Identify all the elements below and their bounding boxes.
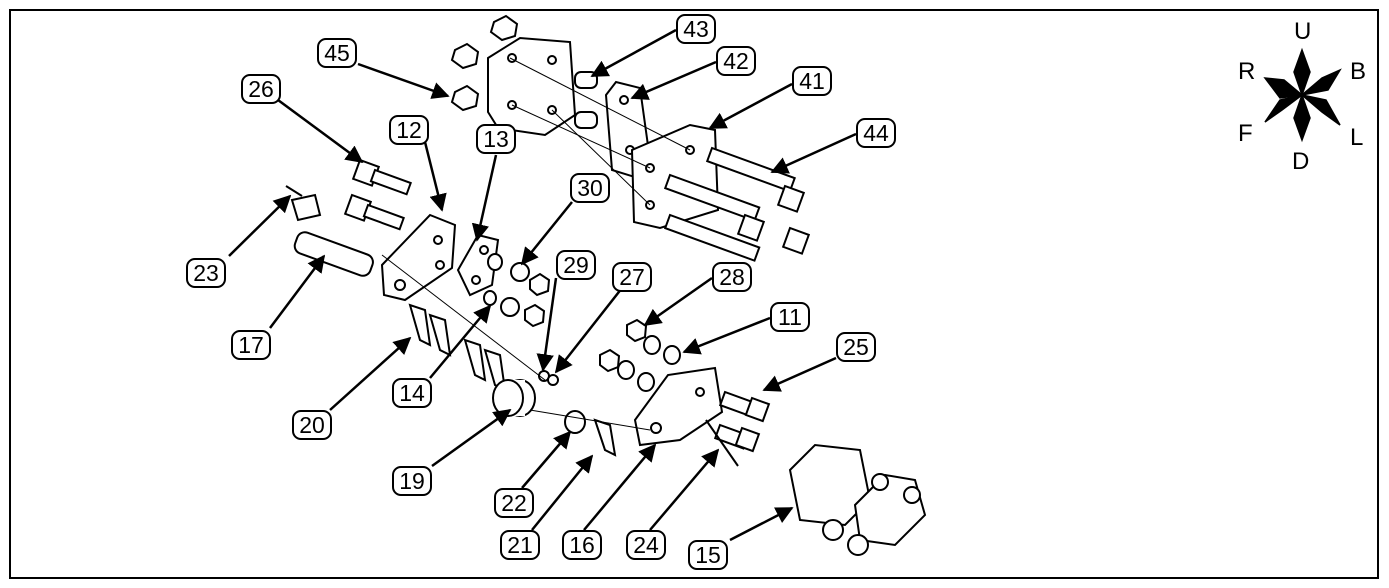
compass-label-back: B (1350, 58, 1367, 85)
compass-arrow-up (1293, 47, 1311, 98)
callout-45: 45 (317, 38, 357, 68)
callout-19: 19 (392, 466, 432, 496)
compass-label-left: L (1350, 124, 1364, 151)
callout-13: 13 (476, 124, 516, 154)
callout-16: 16 (562, 530, 602, 560)
callout-24: 24 (626, 530, 666, 560)
rear-plate (487, 36, 577, 137)
callout-42: 42 (716, 46, 756, 76)
callout-17: 17 (231, 330, 271, 360)
callout-29: 29 (556, 250, 596, 280)
compass-arrow-down (1293, 92, 1311, 143)
callout-15: 15 (688, 540, 728, 570)
callout-26: 26 (241, 74, 281, 104)
callout-27: 27 (612, 262, 652, 292)
compass-arrow-r (1263, 77, 1304, 99)
nut-45a (450, 42, 480, 70)
compass-arrow-l (1301, 94, 1341, 126)
compass-label-down: D (1292, 148, 1310, 175)
diagram-frame (9, 9, 1379, 579)
callout-43: 43 (676, 14, 716, 44)
callout-14: 14 (392, 378, 432, 408)
orientation-compass (1263, 47, 1342, 143)
callout-28: 28 (712, 262, 752, 292)
compass-arrow-f (1264, 94, 1303, 123)
callout-44: 44 (856, 118, 896, 148)
callout-12: 12 (389, 115, 429, 145)
callout-11: 11 (770, 302, 810, 332)
callout-20: 20 (292, 410, 332, 440)
nut-top (489, 14, 519, 42)
compass-arrow-b (1299, 68, 1342, 97)
compass-label-front: F (1238, 120, 1253, 147)
nut-45b (450, 84, 480, 112)
callout-25: 25 (836, 332, 876, 362)
callout-41: 41 (792, 66, 832, 96)
callout-30: 30 (570, 173, 610, 203)
callout-23: 23 (186, 258, 226, 288)
compass-label-right: R (1238, 58, 1256, 85)
compass-label-up: U (1294, 18, 1312, 45)
callout-21: 21 (500, 530, 540, 560)
callout-22: 22 (494, 488, 534, 518)
